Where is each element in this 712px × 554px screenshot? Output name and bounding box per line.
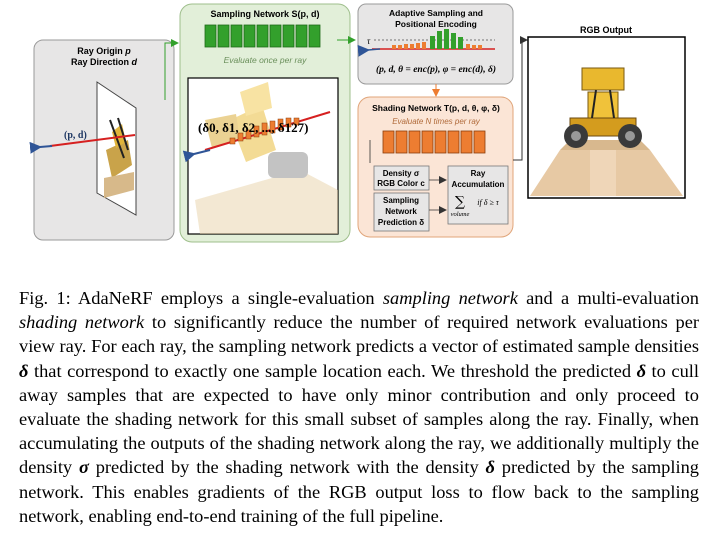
caption-delta-symbol: δ	[485, 457, 495, 478]
rgb-output-panel: RGB Output	[527, 25, 686, 199]
excavator-render-image	[530, 67, 683, 196]
prediction-line3: Prediction δ	[378, 218, 424, 227]
sampling-network-panel: Sampling Network S(p, d) Evaluate once p…	[179, 3, 351, 243]
sum-symbol: ∑	[455, 194, 465, 210]
accumulation-line2: Accumulation	[452, 180, 505, 189]
sample-points-inner	[229, 117, 300, 145]
rgb-color-label: RGB Color c	[377, 179, 425, 188]
shading-network-blocks	[382, 130, 486, 154]
svg-text:Ray Origin p: Ray Origin p	[77, 46, 131, 56]
ray-origin-symbol: p	[124, 46, 131, 56]
input-panel: Ray Origin p Ray Direction d (p, d)	[29, 39, 175, 241]
caption-sigma-symbol: σ	[78, 457, 89, 478]
svg-text:Ray Direction d: Ray Direction d	[71, 57, 138, 67]
adaptive-sample-bars	[392, 29, 482, 49]
adaptive-title-line2: Positional Encoding	[395, 19, 477, 29]
sampling-network-title: Sampling Network S(p, d)	[210, 9, 319, 19]
accumulation-line1: Ray	[471, 169, 486, 178]
sum-subscript: volume	[451, 211, 470, 218]
prediction-line1: Sampling	[383, 196, 419, 205]
caption-label: Fig. 1: AdaNeRF employs a single-evaluat…	[19, 288, 383, 308]
ray-direction-symbol: d	[132, 57, 138, 67]
shading-network-title: Shading Network T(p, d, θ, φ, δ)	[372, 103, 500, 113]
adaptive-title-line1: Adaptive Sampling and	[389, 8, 483, 18]
figure-diagram: Ray Origin p Ray Direction d (p, d) Samp…	[29, 3, 686, 243]
caption-term-shading-network: shading network	[19, 312, 145, 333]
excavator-faded-image	[195, 82, 338, 234]
prediction-line2: Network	[385, 207, 417, 216]
ray-direction-label: Ray Direction	[71, 57, 132, 67]
shading-network-panel: Shading Network T(p, d, θ, φ, δ) Evaluat…	[357, 96, 514, 238]
sampling-network-subtitle: Evaluate once per ray	[224, 55, 307, 65]
ray-label: (p, d)	[64, 130, 87, 141]
caption-delta-symbol: δ	[636, 360, 646, 381]
figure-caption: Fig. 1: AdaNeRF employs a single-evaluat…	[19, 286, 699, 528]
caption-paragraph: Fig. 1: AdaNeRF employs a single-evaluat…	[19, 288, 699, 526]
arrow-shading-to-output	[513, 36, 528, 161]
caption-term-sampling-network: sampling network	[382, 288, 518, 308]
rgb-output-title: RGB Output	[580, 25, 632, 35]
tau-symbol: τ	[367, 36, 371, 46]
adaptive-sampling-panel: Adaptive Sampling and Positional Encodin…	[357, 3, 514, 85]
deltas-label: (δ0, δ1, δ2, ..., δ127)	[198, 120, 308, 135]
sampling-network-blocks	[204, 24, 321, 48]
ray-origin-label: Ray Origin	[77, 46, 125, 56]
density-label: Density σ	[383, 169, 420, 178]
shading-network-subtitle: Evaluate N times per ray	[392, 117, 481, 126]
caption-delta-symbol: δ	[19, 360, 29, 381]
arrow-input-to-sampling	[164, 39, 179, 100]
threshold-condition: if δ ≥ τ	[477, 198, 500, 207]
adaptive-formula: (p, d, θ = enc(p), φ = enc(d), δ)	[376, 64, 496, 75]
